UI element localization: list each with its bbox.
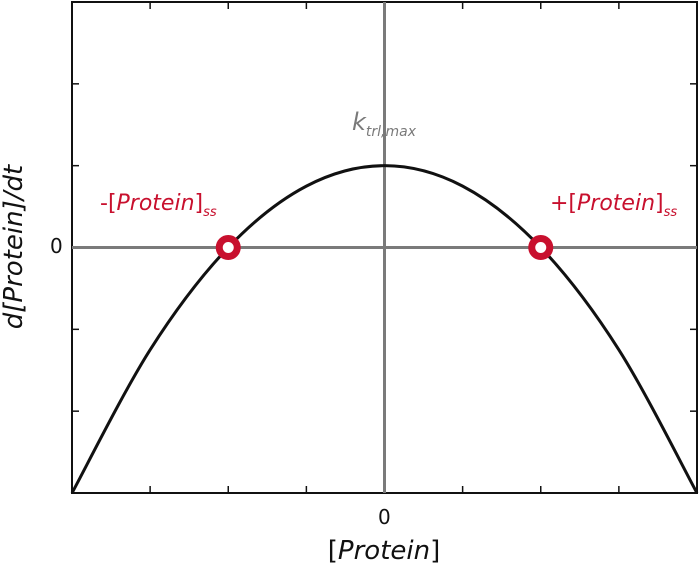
kmax-annotation: ktrl,max bbox=[352, 110, 416, 139]
x-axis-label: [Protein] bbox=[328, 538, 440, 564]
x-axis-label-open: [ bbox=[327, 536, 338, 566]
steady-state-point bbox=[215, 235, 241, 260]
positive-steady-state-label: +[Protein]ss bbox=[550, 191, 678, 220]
neg-ss-sub: ss bbox=[203, 205, 217, 220]
axis-ticks bbox=[72, 2, 697, 493]
pos-ss-sub: ss bbox=[663, 205, 678, 220]
neg-ss-prefix: -[ bbox=[100, 191, 117, 216]
y-tick-zero: 0 bbox=[50, 234, 63, 258]
x-tick-zero: 0 bbox=[378, 505, 391, 529]
kmax-sub: trl,max bbox=[365, 124, 416, 140]
x-axis-label-close: ] bbox=[430, 536, 441, 566]
negative-steady-state-label: -[Protein]ss bbox=[100, 191, 217, 220]
pos-ss-var: Protein bbox=[577, 191, 656, 216]
kmax-main: k bbox=[352, 108, 366, 136]
rate-curve bbox=[70, 164, 699, 494]
neg-ss-var: Protein bbox=[116, 191, 195, 216]
steady-state-points bbox=[215, 235, 554, 260]
y-axis-label: d[Protein]/dt bbox=[0, 164, 29, 330]
steady-state-point bbox=[528, 235, 554, 260]
pos-ss-prefix: +[ bbox=[550, 191, 578, 216]
x-axis-label-var: Protein bbox=[337, 536, 431, 566]
neg-ss-suffix: ] bbox=[194, 191, 204, 216]
pos-ss-suffix: ] bbox=[655, 191, 664, 216]
